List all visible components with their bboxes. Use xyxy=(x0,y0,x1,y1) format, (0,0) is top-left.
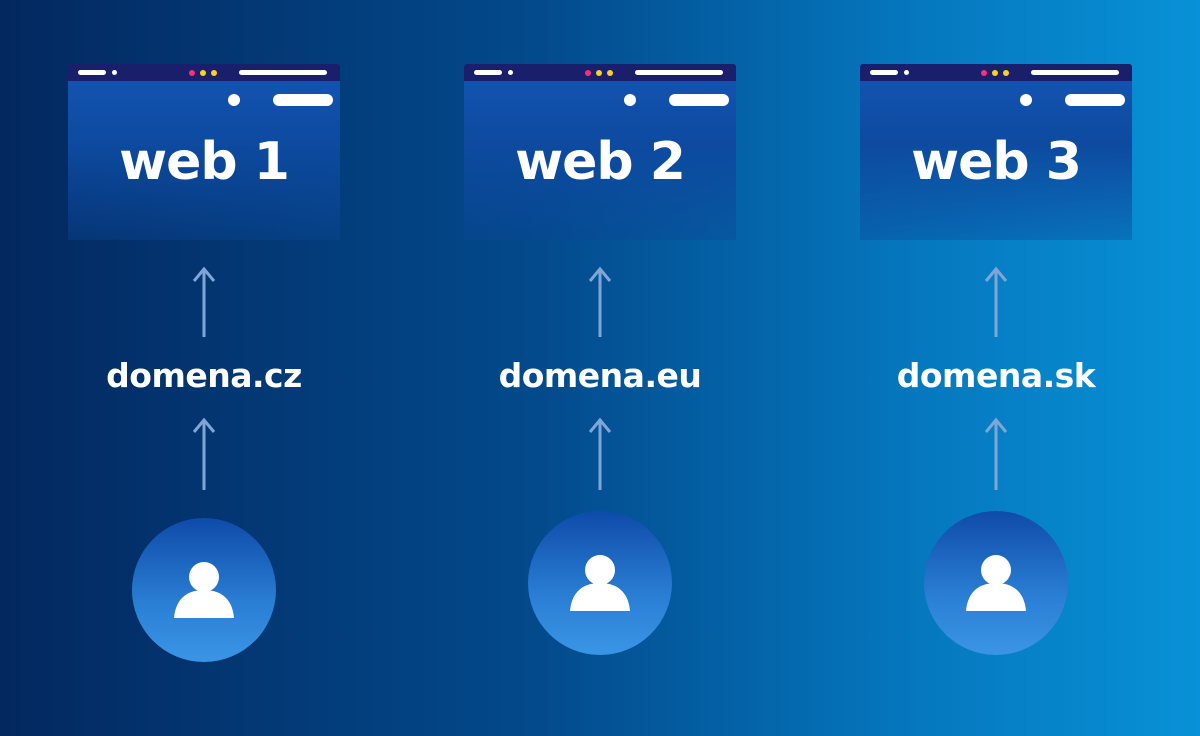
arrow-up-icon xyxy=(190,416,218,490)
arrow-up-icon xyxy=(190,265,218,337)
domain-label: domena.eu xyxy=(498,356,702,395)
traffic-light-yellow xyxy=(1003,70,1009,76)
arrow-up-icon xyxy=(982,416,1010,490)
title-bar-dot xyxy=(904,70,909,75)
traffic-light-yellow xyxy=(607,70,613,76)
site-column-2: web 2 domena.eu xyxy=(464,0,736,736)
browser-title-bar xyxy=(860,64,1132,81)
site-title: web 3 xyxy=(911,132,1082,192)
domain-label: domena.sk xyxy=(896,356,1096,395)
user-avatar xyxy=(132,518,276,662)
nav-button xyxy=(1065,94,1125,106)
arrow-up-icon xyxy=(586,265,614,337)
nav-button xyxy=(273,94,333,106)
traffic-light-yellow xyxy=(596,70,602,76)
title-bar-dot xyxy=(508,70,513,75)
browser-title-bar xyxy=(464,64,736,81)
nav-dot xyxy=(1020,94,1032,106)
arrow-up-icon xyxy=(982,265,1010,337)
user-icon xyxy=(174,562,234,618)
nav-button xyxy=(669,94,729,106)
site-title: web 2 xyxy=(515,132,686,192)
browser-window: web 1 xyxy=(68,64,340,240)
title-bar-pill xyxy=(870,70,898,75)
title-bar-pill xyxy=(474,70,502,75)
nav-dot xyxy=(624,94,636,106)
user-avatar xyxy=(924,511,1068,655)
arrow-up-icon xyxy=(586,416,614,490)
user-icon xyxy=(570,555,630,611)
traffic-light-yellow xyxy=(211,70,217,76)
site-column-1: web 1 domena.cz xyxy=(68,0,340,736)
traffic-light-red xyxy=(585,70,591,76)
traffic-light-yellow xyxy=(200,70,206,76)
address-bar xyxy=(239,70,327,75)
title-bar-pill xyxy=(78,70,106,75)
address-bar xyxy=(635,70,723,75)
browser-window: web 2 xyxy=(464,64,736,240)
title-bar-dot xyxy=(112,70,117,75)
domain-label: domena.cz xyxy=(106,356,302,395)
traffic-light-yellow xyxy=(992,70,998,76)
traffic-light-red xyxy=(981,70,987,76)
user-icon xyxy=(966,555,1026,611)
user-avatar xyxy=(528,511,672,655)
site-column-3: web 3 domena.sk xyxy=(860,0,1132,736)
traffic-light-red xyxy=(189,70,195,76)
nav-dot xyxy=(228,94,240,106)
browser-window: web 3 xyxy=(860,64,1132,240)
address-bar xyxy=(1031,70,1119,75)
site-title: web 1 xyxy=(119,132,290,192)
browser-title-bar xyxy=(68,64,340,81)
